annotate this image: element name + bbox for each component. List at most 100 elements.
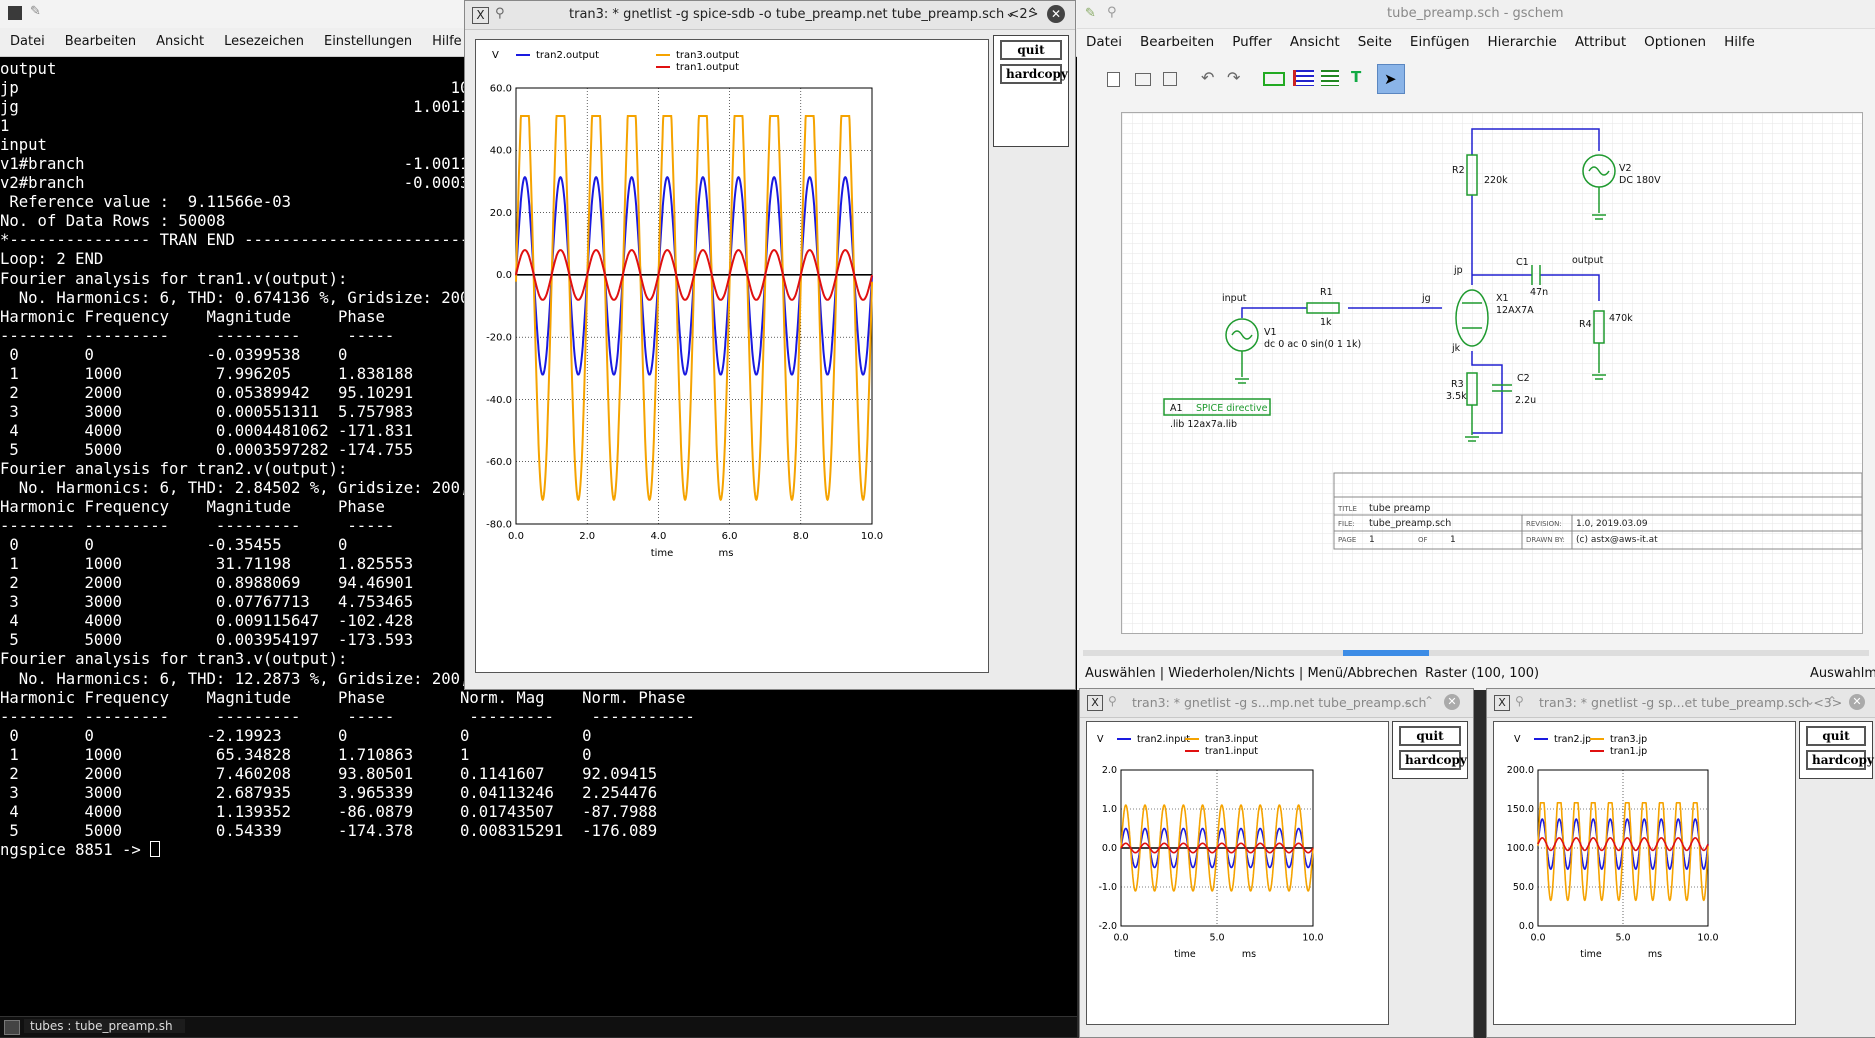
pin-icon[interactable]: ⚲ — [1515, 694, 1524, 708]
close-icon[interactable]: ✕ — [1849, 694, 1865, 710]
pin-icon[interactable]: ⚲ — [495, 6, 505, 21]
close-icon[interactable]: ✕ — [1444, 694, 1460, 710]
add-net-icon[interactable] — [1293, 70, 1314, 86]
plot-jp-titlebar[interactable]: X ⚲ tran3: * gnetlist -g sp...et tube_pr… — [1487, 689, 1875, 718]
menu-bearbeiten[interactable]: Bearbeiten — [64, 34, 137, 49]
series-line — [515, 249, 873, 301]
chevron-up-icon[interactable]: ⌃ — [1424, 694, 1435, 708]
horizontal-scrollbar[interactable] — [1083, 650, 1869, 656]
tb-page-key: PAGE — [1338, 536, 1356, 544]
gs-menu-puffer[interactable]: Puffer — [1232, 34, 1272, 50]
plot-main-titlebar[interactable]: X ⚲ tran3: * gnetlist -g spice-sdb -o tu… — [465, 1, 1075, 30]
gs-menu-optionen[interactable]: Optionen — [1644, 34, 1707, 50]
gs-menu-einfuegen[interactable]: Einfügen — [1409, 34, 1470, 50]
gs-menu-hilfe[interactable]: Hilfe — [1724, 34, 1755, 50]
legend-entry: tran1.jp — [1610, 746, 1647, 757]
terminal-line: -------- --------- --------- ----- — [0, 517, 395, 536]
terminal-line: 4 4000 0.0004481062 -171.831 — [0, 421, 414, 440]
y-axis-label: V — [492, 50, 499, 61]
y-tick-label: 50.0 — [1513, 882, 1534, 893]
redo-icon[interactable]: ↷ — [1227, 68, 1241, 87]
menu-einstellungen[interactable]: Einstellungen — [323, 34, 413, 49]
gs-menu-attribut[interactable]: Attribut — [1574, 34, 1627, 50]
hardcopy-button[interactable]: hardcopy — [1399, 750, 1467, 770]
terminal-line: 5 5000 0.0003597282 -174.755 — [0, 440, 414, 459]
close-icon[interactable]: ✕ — [1047, 5, 1065, 23]
plot-main-title: tran3: * gnetlist -g spice-sdb -o tube_p… — [569, 7, 1039, 22]
gschem-titlebar[interactable]: ✎ ⚲ tube_preamp.sch - gschem — [1077, 0, 1875, 29]
label-r3-value: 3.5k — [1446, 391, 1467, 402]
gs-menu-ansicht[interactable]: Ansicht — [1289, 34, 1340, 50]
add-bus-icon[interactable] — [1321, 70, 1339, 86]
plot-window-main[interactable]: X ⚲ tran3: * gnetlist -g spice-sdb -o tu… — [464, 0, 1076, 690]
terminal-line: Loop: 2 END — [0, 250, 104, 269]
pin-icon[interactable]: ⚲ — [1108, 694, 1117, 708]
plot-input-titlebar[interactable]: X ⚲ tran3: * gnetlist -g s...mp.net tube… — [1080, 689, 1473, 718]
terminal-tab-icon — [4, 1020, 20, 1035]
chevron-up-icon[interactable]: ⌃ — [1027, 6, 1038, 21]
gs-menu-seite[interactable]: Seite — [1357, 34, 1392, 50]
add-text-icon[interactable]: T — [1351, 68, 1362, 86]
terminal-tabbar: tubes : tube_preamp.sh — [0, 1016, 1077, 1037]
x-tick-label: 10.0 — [1302, 933, 1323, 944]
gschem-toolbar: ↶ ↷ T ➤ — [1077, 64, 1875, 94]
chevron-up-icon[interactable]: ⌃ — [1827, 694, 1838, 708]
new-file-icon[interactable] — [1107, 72, 1120, 87]
schematic-canvas[interactable]: R2 220k V2 DC 180V C1 47n output jp R1 1… — [1121, 112, 1863, 634]
terminal-line: 3 3000 0.000551311 5.757983 — [0, 402, 414, 421]
quit-button[interactable]: quit — [1000, 40, 1062, 60]
plot-window-input[interactable]: X ⚲ tran3: * gnetlist -g s...mp.net tube… — [1079, 688, 1474, 1038]
pin-icon[interactable]: ✎ — [30, 4, 41, 19]
menu-hilfe[interactable]: Hilfe — [432, 34, 462, 49]
chevron-down-icon[interactable]: ⌄ — [1402, 694, 1413, 708]
tb-of-key: OF — [1418, 536, 1428, 544]
label-x1-value: 12AX7A — [1496, 305, 1534, 316]
quit-button[interactable]: quit — [1399, 726, 1461, 746]
hardcopy-button[interactable]: hardcopy — [1000, 64, 1068, 84]
plot-window-jp[interactable]: X ⚲ tran3: * gnetlist -g sp...et tube_pr… — [1486, 688, 1875, 1038]
label-lib: .lib 12ax7a.lib — [1170, 419, 1237, 430]
y-tick-label: 0.0 — [1519, 921, 1534, 932]
label-r2-value: 220k — [1484, 175, 1508, 186]
terminal-line: 1 1000 7.996205 1.838188 — [0, 364, 414, 383]
nets — [1241, 128, 1600, 434]
terminal-line: -------- --------- --------- ----- — [0, 326, 395, 345]
terminal-line: 2 2000 0.05389942 95.10291 — [0, 383, 414, 402]
x-tick-label: 4.0 — [650, 531, 666, 542]
chevron-down-icon[interactable]: ⌄ — [1005, 6, 1016, 21]
select-tool-button[interactable]: ➤ — [1377, 64, 1405, 94]
tb-rev-value: 1.0, 2019.03.09 — [1576, 519, 1648, 529]
cursor-icon: ➤ — [1384, 70, 1397, 88]
menu-ansicht[interactable]: Ansicht — [156, 34, 205, 49]
gs-menu-datei[interactable]: Datei — [1086, 34, 1123, 50]
y-tick-label: -60.0 — [486, 457, 512, 468]
legend-entry: tran2.output — [536, 50, 599, 61]
terminal-line: Harmonic Frequency Magnitude Phase — [0, 307, 385, 326]
open-folder-icon[interactable] — [1135, 73, 1151, 86]
series-line — [1537, 802, 1709, 902]
chevron-down-icon[interactable]: ⌄ — [1805, 694, 1816, 708]
gs-menu-hierarchie[interactable]: Hierarchie — [1487, 34, 1557, 50]
x11-icon: X — [1087, 695, 1103, 711]
save-icon[interactable] — [1163, 72, 1177, 86]
terminal-line: 2 2000 0.8988069 94.46901 — [0, 574, 414, 593]
gs-menu-bearbeiten[interactable]: Bearbeiten — [1140, 34, 1215, 50]
scrollbar-thumb[interactable] — [1343, 650, 1429, 656]
pin-icon[interactable]: ⚲ — [1107, 5, 1117, 20]
hardcopy-button[interactable]: hardcopy — [1806, 750, 1874, 770]
legend-entry: tran2.jp — [1554, 734, 1591, 745]
terminal-line: No. of Data Rows : 50008 — [0, 212, 226, 231]
x-tick-label: 2.0 — [579, 531, 595, 542]
undo-icon[interactable]: ↶ — [1201, 68, 1215, 87]
terminal-tab[interactable]: tubes : tube_preamp.sh — [24, 1019, 185, 1033]
plot-jp-buttons: quit hardcopy — [1799, 721, 1874, 779]
title-block-text: TITLE tube preamp FILE: tube_preamp.sch … — [1337, 503, 1658, 545]
quit-button[interactable]: quit — [1806, 726, 1866, 746]
menu-lesezeichen[interactable]: Lesezeichen — [224, 34, 304, 49]
menu-datei[interactable]: Datei — [10, 34, 45, 49]
gschem-window[interactable]: ✎ ⚲ tube_preamp.sch - gschem Datei Bearbe… — [1077, 0, 1875, 690]
tb-file-key: FILE: — [1338, 520, 1355, 528]
add-component-icon[interactable] — [1263, 72, 1285, 86]
